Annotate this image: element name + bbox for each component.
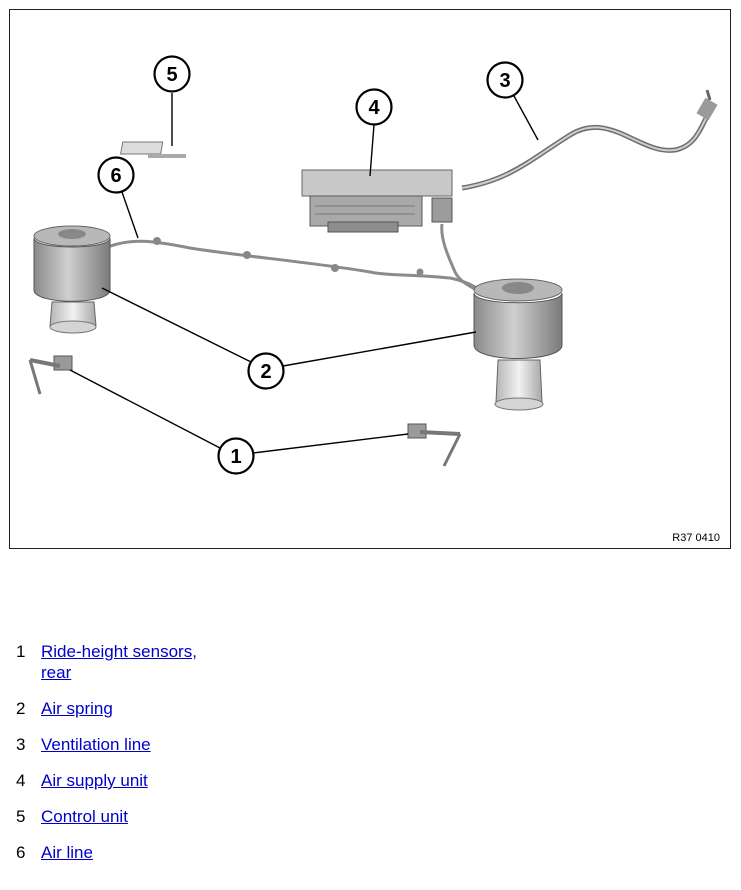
svg-text:2: 2 — [260, 361, 271, 383]
legend-number: 5 — [16, 807, 26, 826]
air-line — [104, 239, 486, 296]
ventilation-line — [461, 108, 713, 191]
ventilation-filter — [696, 89, 718, 121]
ride-height-sensor-left — [28, 355, 73, 395]
legend-item: 2 Air spring — [16, 698, 316, 719]
legend-link-air-line[interactable]: Air line — [41, 843, 93, 862]
ride-height-sensor-right — [407, 423, 462, 467]
legend-item: 3 Ventilation line — [16, 734, 316, 755]
air-spring-left — [33, 225, 111, 334]
legend-item: 5 Control unit — [16, 806, 316, 827]
figure-reference-code: R37 0410 — [672, 532, 720, 544]
callout-1: 1 — [217, 437, 255, 475]
legend: 1 Ride-height sensors, rear 2 Air spring… — [16, 641, 316, 878]
svg-text:1: 1 — [230, 446, 241, 468]
callout-6: 6 — [97, 156, 135, 194]
legend-item: 4 Air supply unit — [16, 770, 316, 791]
legend-item: 6 Air line — [16, 842, 316, 863]
diagram-figure: 5 4 3 6 2 1 R37 0410 — [9, 9, 731, 549]
air-supply-unit — [301, 169, 453, 233]
svg-text:4: 4 — [368, 97, 380, 119]
diagram-drawing: 5 4 3 6 2 1 — [28, 55, 718, 475]
legend-number: 6 — [16, 843, 26, 862]
legend-number: 4 — [16, 771, 26, 790]
leader-lines — [69, 93, 539, 454]
svg-text:6: 6 — [110, 165, 121, 187]
legend-link-ride-height-sensors[interactable]: Ride-height sensors, rear — [41, 642, 197, 682]
legend-link-control-unit[interactable]: Control unit — [41, 807, 128, 826]
air-spring-right — [473, 278, 563, 411]
callout-3: 3 — [486, 61, 524, 99]
legend-link-ventilation-line[interactable]: Ventilation line — [41, 735, 151, 754]
callout-5: 5 — [153, 55, 191, 93]
svg-text:3: 3 — [499, 70, 510, 92]
legend-number: 3 — [16, 735, 26, 754]
legend-number: 1 — [16, 642, 26, 661]
svg-text:5: 5 — [166, 64, 177, 86]
legend-item: 1 Ride-height sensors, rear — [16, 641, 316, 683]
legend-number: 2 — [16, 699, 26, 718]
callout-4: 4 — [355, 88, 393, 126]
legend-link-air-supply-unit[interactable]: Air supply unit — [41, 771, 148, 790]
control-unit — [120, 141, 186, 158]
callout-2: 2 — [247, 352, 285, 390]
legend-link-air-spring[interactable]: Air spring — [41, 699, 113, 718]
